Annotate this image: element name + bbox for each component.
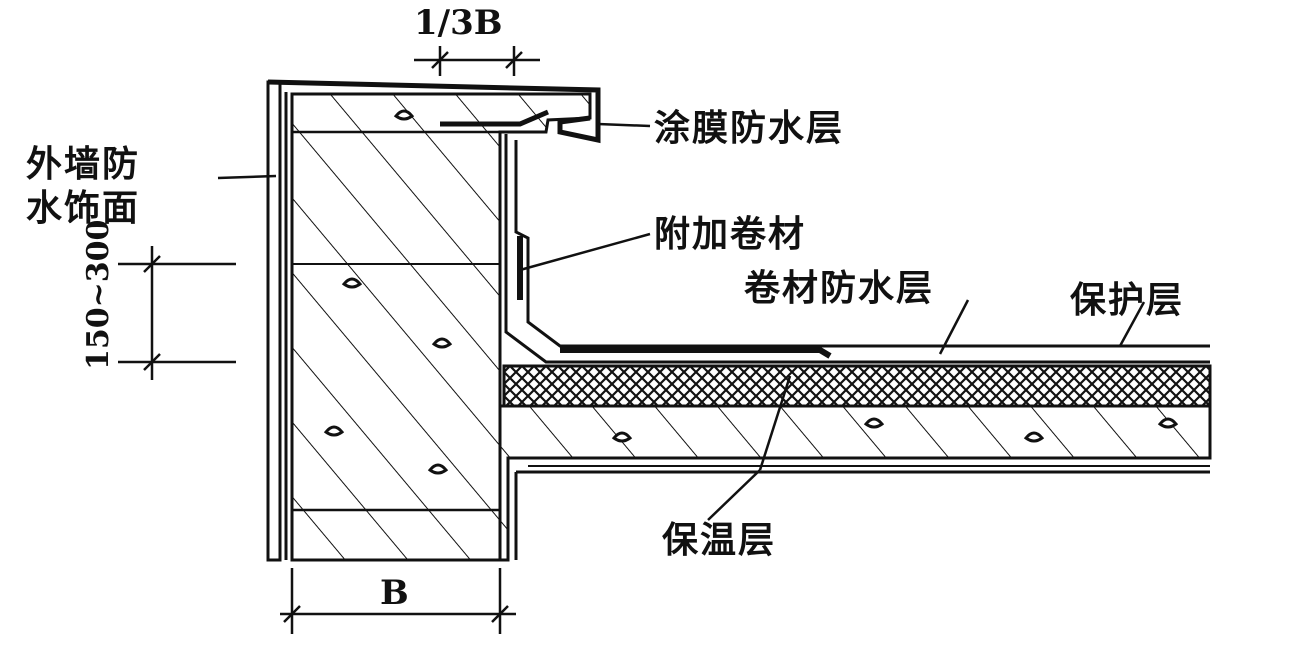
aggregate-marks [323, 109, 1179, 475]
label-protective-layer: 保护层 [1070, 280, 1184, 321]
roll-membrane [504, 134, 1210, 364]
label-additional-roll: 附加卷材 [654, 214, 806, 255]
dimension-top [414, 46, 540, 76]
coping-cap [267, 79, 601, 144]
label-insulation-layer: 保温层 [662, 520, 776, 561]
leader-lines [217, 122, 1146, 521]
insulation-band [502, 364, 1212, 408]
label-wall-finish-1: 外墙防 [26, 144, 140, 185]
dimension-height [118, 246, 236, 380]
exterior-wall-finish [266, 80, 288, 562]
dimension-label-height: 150~300 [81, 220, 116, 370]
dimension-label-bottom: B [380, 573, 409, 613]
parapet-wall [290, 92, 592, 562]
label-coating-membrane: 涂膜防水层 [654, 108, 844, 149]
dimension-label-top: 1/3B [414, 3, 502, 43]
label-wall-finish-2: 水饰面 [26, 188, 140, 229]
dimension-bottom [280, 568, 516, 634]
label-roll-waterproof: 卷材防水层 [744, 268, 934, 309]
roof-slab [498, 404, 1212, 562]
